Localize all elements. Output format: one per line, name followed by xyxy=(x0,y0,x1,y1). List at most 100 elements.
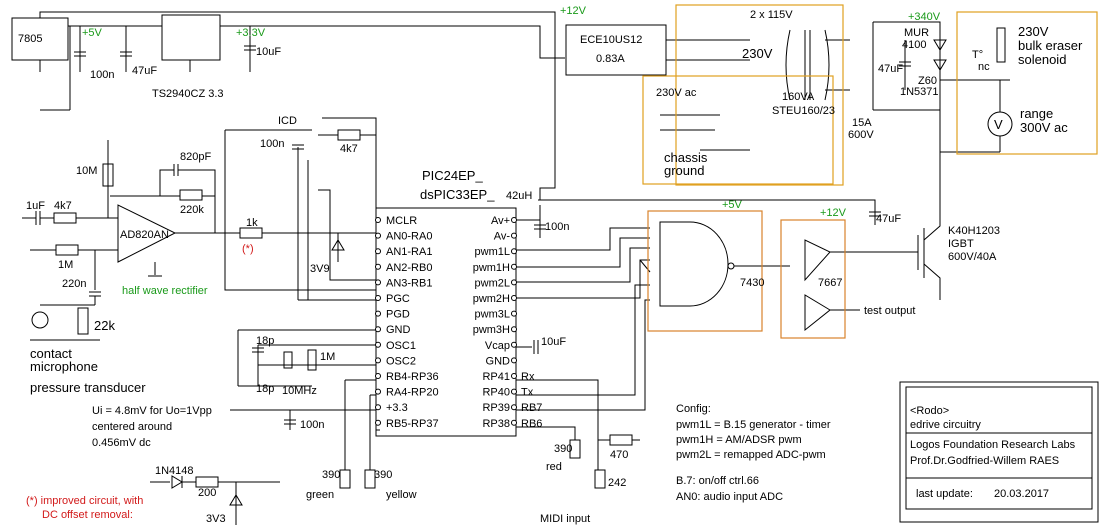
title-update-date: 20.03.2017 xyxy=(994,488,1049,500)
label-test: test output xyxy=(864,305,915,317)
labels: 7805 +5V 100n 47uF TS2940CZ 3.3 +3.3V 10… xyxy=(18,5,1083,525)
title-update-label: last update: xyxy=(916,488,973,500)
pic-left-pin xyxy=(375,404,381,411)
label-sol-name1: bulk eraser xyxy=(1018,38,1083,53)
pic-left-pin xyxy=(375,310,381,317)
title-prof: Prof.Dr.Godfried-Willem RAES xyxy=(910,455,1059,467)
label-42uh: 42uH xyxy=(506,190,532,202)
label-12v-top: +12V xyxy=(560,5,587,17)
pic-right-ext-label: Tx xyxy=(521,387,534,399)
label-12v-drv: +12V xyxy=(820,207,847,219)
hv-supply-section xyxy=(675,4,844,186)
gate-section xyxy=(647,210,763,332)
label-ui1: Ui = 4.8mV for Uo=1Vpp xyxy=(92,405,212,417)
sections xyxy=(642,4,1098,339)
label-mic1: contact xyxy=(30,346,72,361)
config-notes: Config: pwm1L = B.15 generator - timer p… xyxy=(676,403,831,503)
ece-power-supply xyxy=(565,24,667,76)
label-1n5371: 1N5371 xyxy=(900,86,939,98)
label-meter: V xyxy=(994,117,1003,132)
pic-left-pin xyxy=(375,248,381,255)
label-red: red xyxy=(546,461,562,473)
pic-right-ext-label: Rx xyxy=(521,371,535,383)
label-10m: 10M xyxy=(76,165,97,177)
pic-right-pin-label: pwm2L xyxy=(475,277,510,289)
title-org: Logos Foundation Research Labs xyxy=(910,439,1076,451)
ad820-opamp xyxy=(117,204,177,263)
pic-left-pin-label: +3.3 xyxy=(386,402,408,414)
pic-left-pin xyxy=(375,263,381,270)
label-5v-top: +5V xyxy=(82,27,103,39)
label-mur-n: 4100 xyxy=(902,39,926,51)
pic-right-pin-label: RP38 xyxy=(482,418,510,430)
solenoid-section xyxy=(956,11,1098,155)
label-1uf: 1uF xyxy=(26,200,45,212)
label-47uf-a: 47uF xyxy=(132,65,157,77)
ts2940-regulator xyxy=(161,14,221,61)
pic-left-pin-label: OSC2 xyxy=(386,355,416,367)
label-pic2: dsPIC33EP_ xyxy=(420,187,495,202)
pic-left-pin-label: OSC1 xyxy=(386,340,416,352)
pic-right-ext-label: RB7 xyxy=(521,402,542,414)
pic-microcontroller xyxy=(375,207,517,437)
pic-right-pin-label: Vcap xyxy=(485,340,510,352)
label-green: green xyxy=(306,489,334,501)
label-22k: 22k xyxy=(94,318,115,333)
pic-right-pin xyxy=(511,388,517,395)
pic-right-pin-label: pwm1H xyxy=(473,262,510,274)
pic-left-pin xyxy=(375,341,381,348)
label-47uf-hv: 47uF xyxy=(878,63,903,75)
7667-driver-b xyxy=(804,294,831,332)
label-390-b: 390 xyxy=(374,469,392,481)
label-10uf-a: 10uF xyxy=(256,46,281,58)
pic-left-pin-label: MCLR xyxy=(386,215,417,227)
label-ui3: 0.456mV dc xyxy=(92,437,151,449)
label-sol-name2: solenoid xyxy=(1018,52,1066,67)
pic-right-pin xyxy=(511,279,517,286)
label-k40-1: K40H1203 xyxy=(948,225,1000,237)
pic-left-pin-label: AN3-RB1 xyxy=(386,277,432,289)
label-pressure: pressure transducer xyxy=(30,380,146,395)
pic-right-pin-label: pwm3H xyxy=(473,324,510,336)
label-15a: 15A xyxy=(852,117,872,129)
pic-left-pins: MCLRAN0-RA0AN1-RA1AN2-RB0AN3-RB1PGCPGDGN… xyxy=(375,215,439,430)
label-k40-2: IGBT xyxy=(948,238,974,250)
label-ad820: AD820AN xyxy=(120,229,169,241)
pic-right-pin-label: Av+ xyxy=(491,215,510,227)
label-z60: Z60 xyxy=(918,75,937,87)
pic-left-pin-label: GND xyxy=(386,324,411,336)
title-block-text: <Rodo> edrive circuitry Logos Foundation… xyxy=(910,405,1076,500)
label-star: (*) xyxy=(242,243,254,255)
pic-right-pin xyxy=(511,248,517,255)
pic-right-pin xyxy=(511,419,517,426)
label-4k7-b: 4k7 xyxy=(340,143,358,155)
microphone-symbol xyxy=(31,311,49,329)
pic-left-pin xyxy=(375,279,381,286)
label-tr-spec: 2 x 115V xyxy=(750,9,793,21)
pic-left-pin-label: AN2-RB0 xyxy=(386,262,432,274)
label-ece-a: 0.83A xyxy=(596,53,625,65)
label-7667: 7667 xyxy=(818,277,842,289)
pic-left-pin xyxy=(375,232,381,239)
pic-left-pin xyxy=(375,295,381,301)
label-chassis2: ground xyxy=(664,163,704,178)
label-icd: ICD xyxy=(278,115,297,127)
pic-right-pin xyxy=(511,232,517,239)
title-sub: edrive circuitry xyxy=(910,419,981,431)
pic-right-pin xyxy=(511,326,517,333)
pic-right-pin-label: RP41 xyxy=(482,371,510,383)
pic-right-pin xyxy=(511,295,517,301)
label-range1: range xyxy=(1020,106,1053,121)
title-block xyxy=(899,381,1099,523)
label-200: 200 xyxy=(198,487,216,499)
label-100n-c: 100n xyxy=(300,419,324,431)
config-line4: B.7: on/off ctrl.66 xyxy=(676,475,759,487)
label-ece: ECE10US12 xyxy=(580,34,642,46)
pic-right-pin xyxy=(511,217,517,223)
label-7430: 7430 xyxy=(740,277,764,289)
config-line1: pwm1L = B.15 generator - timer xyxy=(676,419,831,431)
label-340v: +340V xyxy=(908,11,941,23)
label-3v9: 3V9 xyxy=(310,263,330,275)
label-yellow: yellow xyxy=(386,489,417,501)
